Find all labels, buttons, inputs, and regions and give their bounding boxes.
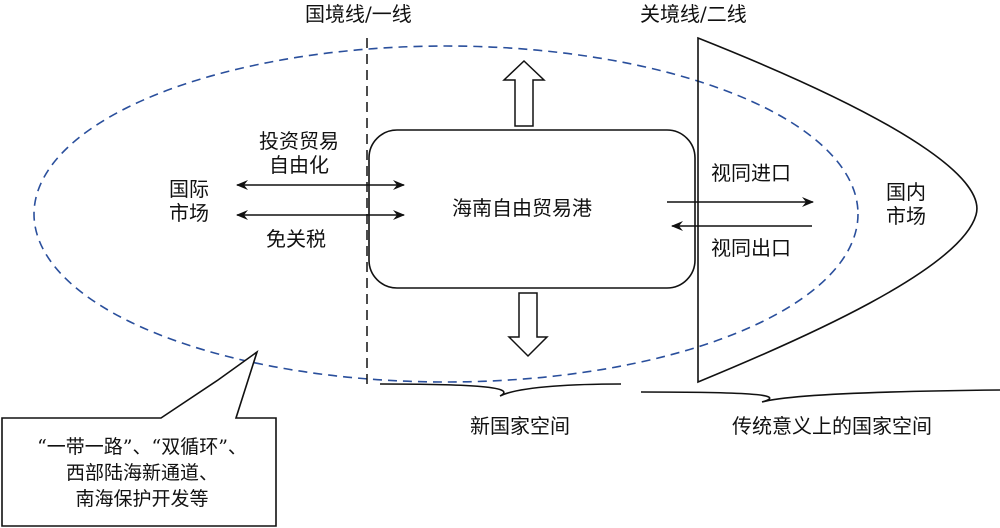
callout-box [1,349,277,527]
export-label: 视同出口 [711,236,791,260]
traditional-space-label: 传统意义上的国家空间 [732,414,932,438]
domestic-market-shape [697,36,978,384]
ftp-title: 海南自由贸易港 [452,196,592,220]
traditional-space-brace [640,389,1000,403]
domestic-market-label: 国内 市场 [884,180,928,228]
influence-ellipse [33,45,859,383]
down-arrow-icon [507,292,549,358]
international-market-line2: 市场 [169,201,209,225]
new-space-brace [379,383,622,397]
liberalization-line2: 自由化 [269,153,329,177]
ftp-box [368,129,696,289]
up-arrow-icon [502,59,546,127]
callout-text: “一带一路”、“双循环”、 西部陆海新通道、 南海保护开发等 [8,434,276,512]
border-line-label: 国境线/一线 [305,2,412,26]
callout-line2: 西部陆海新通道、 [65,462,218,484]
international-market-label: 国际 市场 [167,177,211,225]
callout-line3: 南海保护开发等 [75,488,209,510]
import-label: 视同进口 [711,161,791,185]
new-space-label: 新国家空间 [470,414,570,438]
duty-free-label: 免关税 [266,227,326,251]
liberalization-line1: 投资贸易 [259,129,339,153]
liberalization-label: 投资贸易 自由化 [255,129,343,177]
callout-line1: “一带一路”、“双循环”、 [37,436,247,458]
domestic-market-line1: 国内 [886,180,926,204]
international-market-line1: 国际 [169,177,209,201]
domestic-market-line2: 市场 [886,204,926,228]
customs-line-label: 关境线/二线 [640,2,747,26]
